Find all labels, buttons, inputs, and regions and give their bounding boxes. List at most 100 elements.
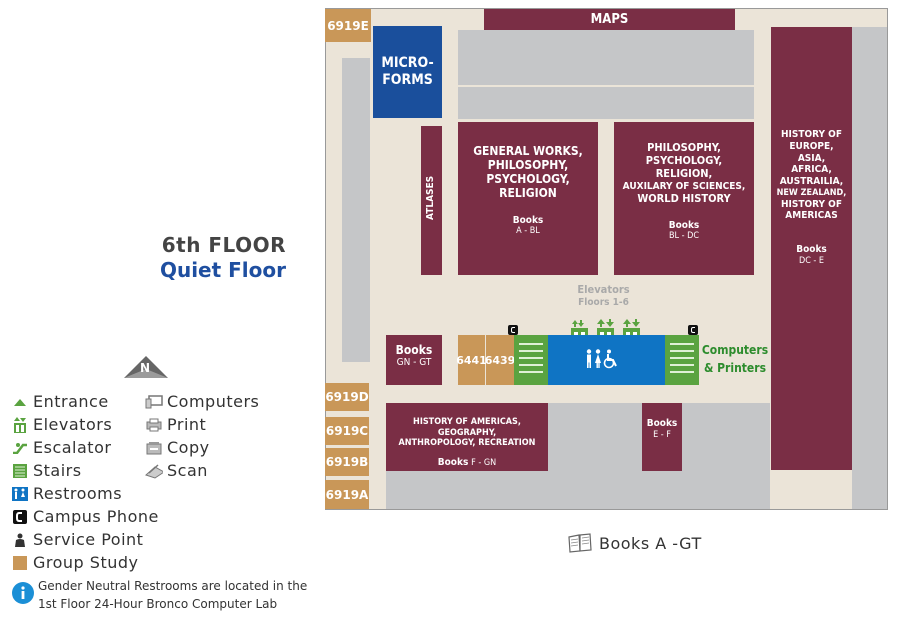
computer-icon [145, 394, 163, 410]
campus-phone-icon [508, 325, 518, 335]
section-a-bl-title-3: PSYCHOLOGY, [486, 172, 570, 187]
section-bl-dc-title-1: PHILOSOPHY, [647, 141, 721, 154]
section-gn-gt: Books GN - GT [386, 335, 442, 385]
section-gn-gt-books: Books [395, 343, 433, 357]
room-6441: 6441 [456, 335, 487, 385]
info-icon [12, 582, 34, 604]
gray-area-top-lower [458, 87, 754, 119]
legend-scan: Scan [145, 461, 208, 480]
microforms-label-2: FORMS [382, 72, 433, 88]
section-dc-e-title-1: HISTORY OF [781, 129, 842, 140]
legend-group-study: Group Study [12, 553, 139, 572]
books-range-caption: Books A -GT [567, 533, 702, 553]
room-6919b: 6919B [325, 448, 369, 476]
section-bl-dc-title-2: PSYCHOLOGY, [645, 153, 723, 167]
section-a-bl: GENERAL WORKS, PHILOSOPHY, PSYCHOLOGY, R… [458, 122, 598, 275]
computers-label-2: & Printers [703, 361, 767, 375]
atlases-area: ATLASES [421, 126, 442, 275]
legend-elevators: Elevators [12, 415, 112, 434]
section-e-f-range: E - F [653, 429, 671, 440]
legend-entrance-label: Entrance [33, 392, 109, 411]
legend-copy: Copy [145, 438, 210, 457]
gray-area-right2 [852, 75, 887, 480]
room-6919b-label: 6919B [325, 455, 369, 469]
service-point-icon [12, 532, 28, 548]
section-dc-e-title-6: NEW ZEALAND, [776, 187, 847, 198]
floor-title: 6th FLOOR Quiet Floor [150, 233, 286, 282]
legend-campus-phone: Campus Phone [12, 507, 159, 526]
escalator-icon [12, 440, 28, 456]
restroom-icon [12, 486, 28, 502]
legend-elevators-label: Elevators [33, 415, 113, 434]
room-6919e: 6919E [325, 9, 371, 42]
legend-entrance: Entrance [12, 392, 109, 411]
legend-service-point-label: Service Point [33, 530, 144, 549]
computers-printers-label: Computers & Printers [700, 341, 770, 377]
computers-label-1: Computers [701, 343, 769, 357]
room-6919d-label: 6919D [325, 390, 369, 404]
section-e-f-books: Books [646, 418, 678, 429]
room-6919a: 6919A [325, 480, 369, 509]
campus-phone-icon [688, 325, 698, 335]
legend-campus-phone-label: Campus Phone [33, 507, 159, 526]
legend-print: Print [145, 415, 206, 434]
stairs-left [514, 335, 548, 385]
elevators-label-floors: Floors 1-6 [578, 296, 629, 308]
printer-icon [145, 417, 163, 433]
gender-neutral-note-line2: 1st Floor 24-Hour Bronco Computer Lab [38, 597, 278, 611]
gray-area-top [458, 30, 754, 85]
section-e-f: Books E - F [642, 403, 682, 471]
section-bl-dc-title-5: WORLD HISTORY [637, 191, 731, 205]
section-bl-dc-title-4: AUXILARY OF SCIENCES, [622, 180, 746, 192]
open-book-icon [568, 533, 592, 553]
restrooms-area [548, 335, 665, 385]
section-bl-dc-title-3: RELIGION, [655, 166, 713, 180]
section-dc-e-title-4: AFRICA, [791, 164, 832, 176]
room-6919e-label: 6919E [327, 18, 369, 33]
section-dc-e-title-2: EUROPE, [789, 140, 834, 152]
gray-area-left [342, 58, 370, 362]
section-f-gn-title-1: HISTORY OF AMERICAS, GEOGRAPHY, [413, 417, 521, 438]
section-a-bl-title-2: PHILOSOPHY, [487, 158, 569, 173]
legend-computers-label: Computers [167, 392, 260, 411]
stairs-right [665, 335, 699, 385]
elevators-label-title: Elevators [577, 283, 630, 296]
legend-group-study-label: Group Study [33, 553, 139, 572]
section-f-gn-books: Books [437, 456, 469, 468]
floor-subtitle: Quiet Floor [159, 258, 286, 282]
room-6919d: 6919D [325, 383, 369, 411]
legend-stairs-label: Stairs [33, 461, 82, 480]
room-6919c: 6919C [325, 417, 369, 445]
floor-name: 6th FLOOR [161, 233, 286, 257]
section-dc-e-title-3: ASIA, [797, 152, 826, 164]
legend-print-label: Print [167, 415, 207, 434]
legend-restrooms: Restrooms [12, 484, 122, 503]
section-f-gn-title-2: ANTHROPOLOGY, RECREATION [398, 438, 536, 449]
corridor-bottom-gap [549, 403, 642, 471]
copier-icon [145, 440, 163, 456]
section-dc-e-title-8: AMERICAS [785, 210, 838, 222]
entrance-icon [12, 394, 28, 410]
room-6919c-label: 6919C [325, 424, 369, 438]
section-gn-gt-range: GN - GT [396, 357, 432, 369]
legend-restrooms-label: Restrooms [33, 484, 123, 503]
gender-neutral-note: Gender Neutral Restrooms are located in … [12, 577, 332, 613]
books-range-label: Books A -GT [599, 533, 702, 553]
group-study-icon [12, 555, 28, 571]
legend-escalator-label: Escalator [33, 438, 112, 457]
scanner-icon [145, 463, 163, 479]
section-a-bl-books: Books [512, 214, 544, 226]
room-6441-label: 6441 [456, 353, 487, 367]
section-f-gn-books-line: Books F - GN [386, 457, 548, 469]
gray-area-bottom-right [852, 470, 887, 509]
microforms-label-1: MICRO- [381, 55, 434, 72]
room-6439-label: 6439 [484, 353, 516, 367]
maps-area: MAPS [484, 9, 735, 30]
legend-computers: Computers [145, 392, 259, 411]
legend-stairs: Stairs [12, 461, 82, 480]
north-label: N [140, 361, 151, 375]
section-dc-e-title-5: AUSTRAILIA, [779, 176, 844, 188]
legend-service-point: Service Point [12, 530, 143, 549]
section-f-gn: HISTORY OF AMERICAS, GEOGRAPHY, ANTHROPO… [386, 403, 548, 471]
legend-copy-label: Copy [167, 438, 210, 457]
